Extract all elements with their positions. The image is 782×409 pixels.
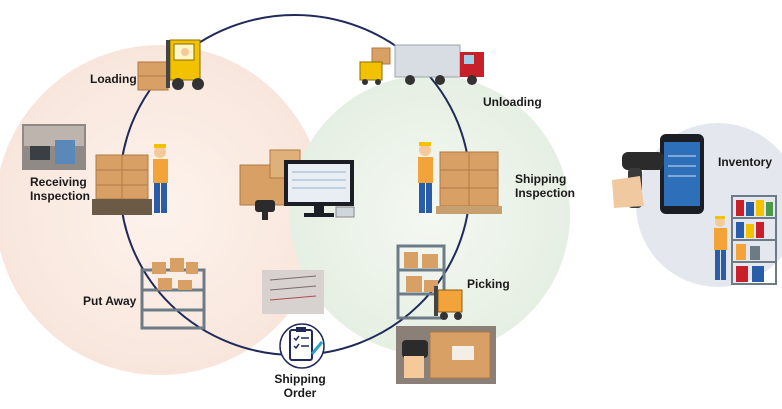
label-picking: Picking bbox=[467, 277, 510, 291]
shipping-worker-icon bbox=[418, 142, 433, 213]
clipboard-checklist-icon bbox=[279, 323, 325, 369]
computer-monitor-icon bbox=[239, 149, 355, 218]
label-shipping-inspection-line1: Shipping bbox=[515, 172, 567, 186]
label-inventory: Inventory bbox=[718, 155, 773, 169]
shipping-box-stack-icon bbox=[436, 151, 502, 214]
label-shipping-order-line1: Shipping bbox=[274, 372, 326, 386]
label-shipping-order: Shipping Order bbox=[268, 372, 332, 400]
label-receiving-line1: Receiving bbox=[30, 175, 87, 189]
forklift-icon bbox=[137, 39, 204, 91]
truck-icon bbox=[359, 44, 484, 85]
label-shipping-order-line2: Order bbox=[283, 386, 317, 400]
label-unloading: Unloading bbox=[483, 95, 542, 109]
label-receiving-line2: Inspection bbox=[30, 189, 91, 203]
package-scan-photo-icon bbox=[396, 326, 496, 384]
label-shipping-inspection: Shipping Inspection bbox=[515, 172, 575, 200]
picking-forklift-icon bbox=[434, 286, 463, 320]
box-stack-icon bbox=[92, 154, 152, 215]
label-sheet-photo-icon bbox=[262, 270, 324, 314]
label-loading: Loading bbox=[90, 72, 137, 86]
smartphone-icon bbox=[660, 134, 704, 214]
label-shipping-inspection-line2: Inspection bbox=[515, 186, 576, 200]
right-background-blob bbox=[290, 75, 570, 355]
receiving-photo-icon bbox=[22, 124, 86, 170]
worker-icon bbox=[153, 144, 168, 213]
barcode-scanner-icon bbox=[255, 200, 275, 220]
handheld-scanner-icon bbox=[612, 152, 664, 208]
inventory-worker-icon bbox=[714, 216, 727, 280]
label-put-away: Put Away bbox=[83, 294, 137, 308]
label-receiving-inspection: Receiving Inspection bbox=[30, 175, 90, 203]
warehouse-shelf-icon bbox=[140, 258, 206, 330]
picking-rack-icon bbox=[396, 244, 446, 320]
inventory-shelf-icon bbox=[731, 195, 777, 285]
